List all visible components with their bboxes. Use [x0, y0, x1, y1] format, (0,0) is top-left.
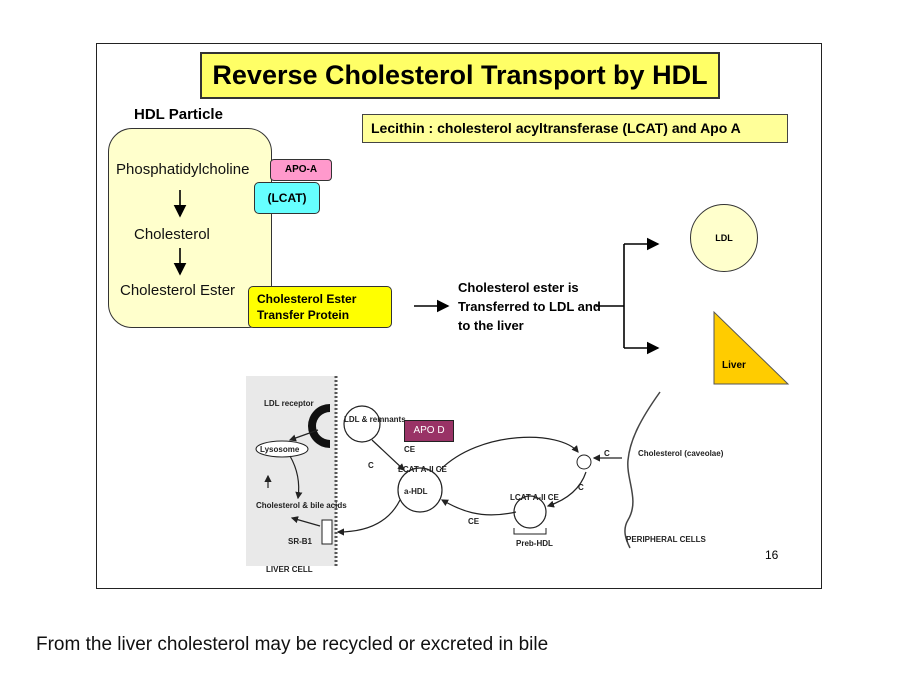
apo-a-tag: APO-A — [270, 159, 332, 181]
step-phosphatidylcholine: Phosphatidylcholine — [116, 161, 250, 178]
cholesterol-caveolae-label: Cholesterol (caveolae) — [638, 449, 724, 458]
ldl-circle: LDL — [690, 204, 758, 272]
lcat-tag: (LCAT) — [254, 182, 320, 214]
sr-b1-box — [321, 519, 333, 545]
lcat-aii-ce-label-1: LCAT A-II CE — [398, 465, 448, 474]
a-hdl-circle — [397, 467, 443, 513]
peripheral-cells-label: PERIPHERAL CELLS — [626, 535, 707, 544]
ldl-remnants-label: LDL & remnants — [344, 415, 406, 424]
chol-bile-label: Cholesterol & bile acids — [256, 501, 347, 510]
lcat-note: Lecithin : cholesterol acyltransferase (… — [362, 114, 788, 143]
c-label-1: C — [368, 461, 374, 470]
ldl-remnants-circle — [343, 405, 381, 443]
hdl-particle-heading: HDL Particle — [134, 106, 223, 123]
detail-diagram: LDL receptor LDL & remnants Lysosome Cho… — [246, 376, 724, 574]
cetp-box: Cholesterol Ester Transfer Protein — [248, 286, 392, 328]
branch-connector — [596, 237, 660, 355]
peripheral-cell-wall — [624, 391, 661, 549]
c-label-2: C — [604, 449, 610, 458]
ldl-receptor-shape — [308, 404, 330, 448]
small-hdl-circle — [576, 454, 592, 470]
preb-hdl-label: Preb-HDL — [516, 539, 553, 548]
slide-caption: From the liver cholesterol may be recycl… — [36, 634, 549, 655]
c-label-3: C — [578, 483, 584, 492]
step-cholesterol: Cholesterol — [134, 226, 210, 243]
liver-triangle — [713, 310, 790, 385]
lcat-aii-ce-label-2: LCAT A-II CE — [510, 493, 560, 502]
ce-label-1: CE — [404, 445, 416, 454]
liver-cell-label: LIVER CELL — [266, 565, 313, 574]
liver-label: Liver — [722, 360, 746, 371]
ce-label-2: CE — [468, 517, 480, 526]
apo-d-tag: APO D — [404, 420, 454, 442]
page-number: 16 — [765, 548, 779, 562]
a-hdl-label: a-HDL — [404, 487, 428, 496]
lysosome-shape — [255, 440, 309, 458]
transfer-text: Cholesterol ester is Transferred to LDL … — [458, 280, 601, 333]
hdl-particle-panel — [108, 128, 272, 328]
lysosome-label: Lysosome — [260, 445, 300, 454]
step-cholesterol-ester: Cholesterol Ester — [120, 282, 236, 299]
sr-b1-label: SR-B1 — [288, 537, 313, 546]
ldl-receptor-label: LDL receptor — [264, 399, 314, 408]
slide-title: Reverse Cholesterol Transport by HDL — [200, 52, 720, 99]
